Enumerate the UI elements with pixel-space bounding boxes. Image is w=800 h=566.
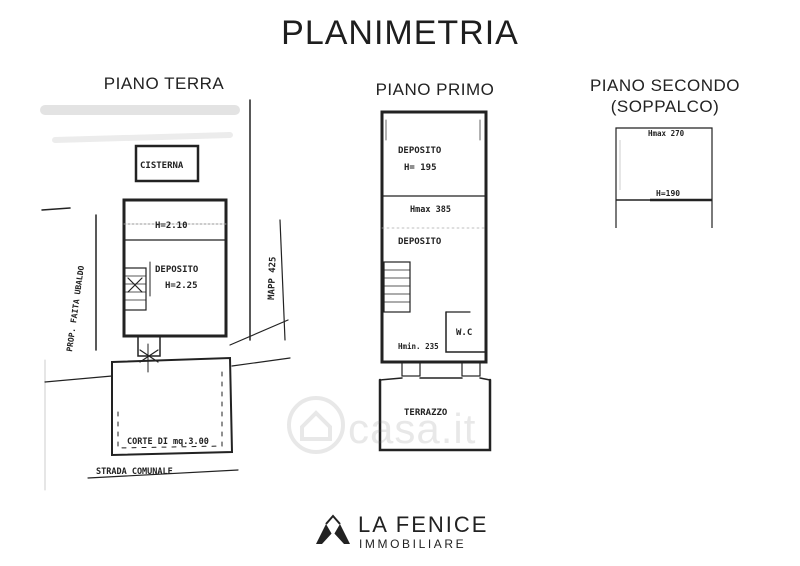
first-floor-plan [378,110,492,452]
brand-logo-block: LA FENICE IMMOBILIARE [310,512,510,552]
ground-floor-labels: CISTERNA H=2.10 DEPOSITO H=2.25 PROP. FA… [65,161,278,477]
courtyard-label: CORTE DI mq.3.00 [127,437,209,447]
second-floor-plan [615,127,713,228]
watermark: casa.it [286,395,536,465]
floor-label-first: PIANO PRIMO [375,80,495,99]
room-label-deposito-top: DEPOSITO [398,146,442,156]
floor-label-second-line2: (SOPPALCO) [610,97,720,116]
room-label-wc: W.C [456,328,472,338]
room-label-cisterna: CISTERNA [140,161,184,171]
hmax-label-second: Hmax 270 [648,129,685,138]
house-icon [287,396,345,454]
height-label-ground-top: H=2.10 [155,221,188,231]
floor-label-second-line1: PIANO SECONDO [589,76,741,95]
ground-floor-plan [40,99,291,491]
height-label-second: H=190 [656,189,680,198]
first-floor-labels: DEPOSITO H= 195 Hmax 385 DEPOSITO W.C Hm… [398,146,472,418]
neighbor-label-right: MAPP 425 [267,256,279,300]
height-label-deposito-ground: H=2.25 [165,281,198,291]
watermark-text: casa.it [348,405,477,452]
room-label-deposito-mid: DEPOSITO [398,237,442,247]
room-label-deposito-ground: DEPOSITO [155,265,199,275]
room-label-terrazzo: TERRAZZO [404,408,448,418]
second-floor-labels: Hmax 270 H=190 [648,129,685,198]
page-title: PLANIMETRIA [281,14,519,52]
phoenix-logo-icon [316,514,350,544]
height-label-first-top: H= 195 [404,163,437,173]
floor-label-ground: PIANO TERRA [103,74,225,93]
hmax-label-first: Hmax 385 [410,205,451,215]
street-label: STRADA COMUNALE [96,467,173,477]
hmin-label-first: Hmin. 235 [398,342,439,351]
brand-name: LA FENICE [358,512,489,537]
brand-tagline: IMMOBILIARE [359,537,467,551]
neighbor-label-left: PROP. FAITA UBALDO [65,265,86,352]
